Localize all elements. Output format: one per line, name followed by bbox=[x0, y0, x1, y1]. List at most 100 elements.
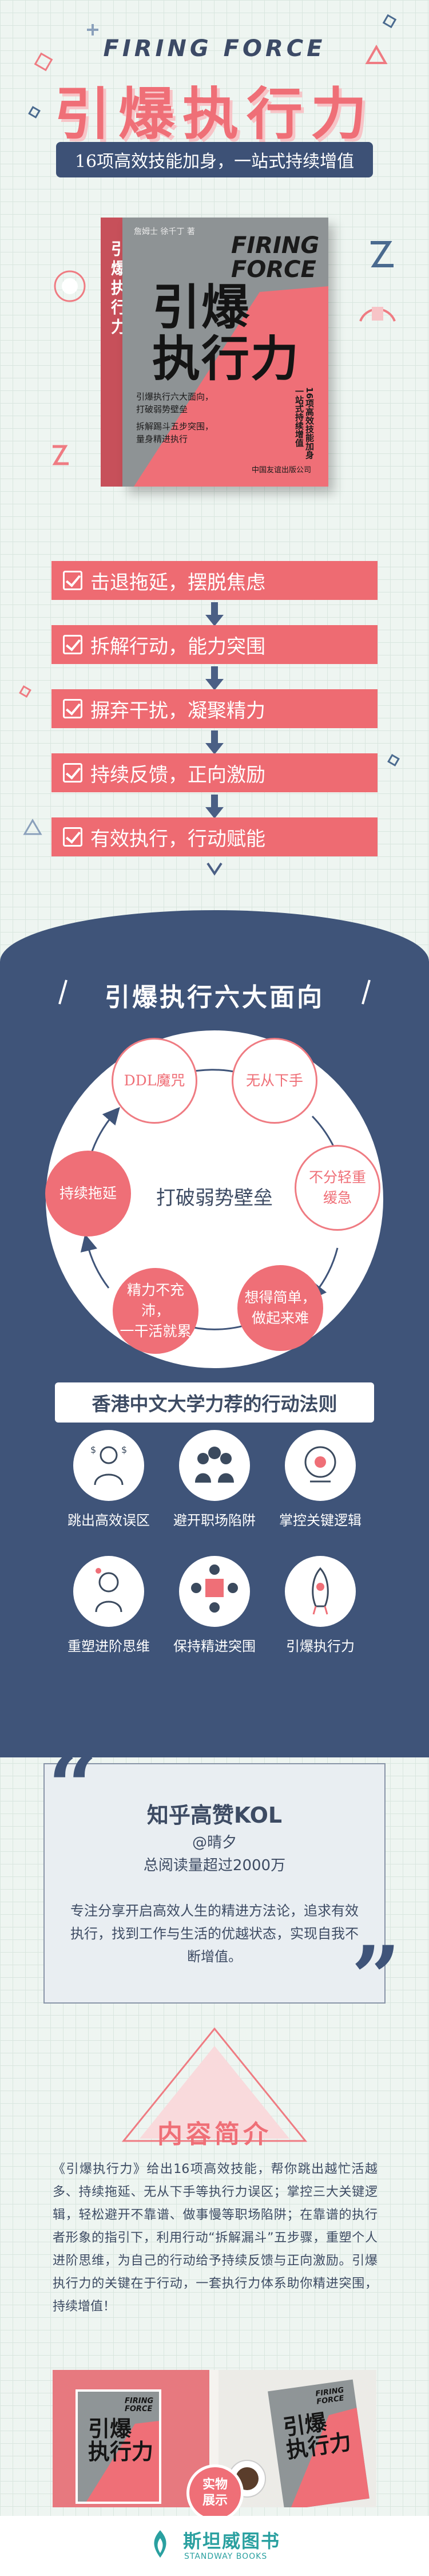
deco-ring bbox=[54, 270, 86, 302]
book-desc-2: 拆解踢斗五步突围， 量身精进执行 bbox=[136, 420, 213, 445]
law-icon-circle bbox=[285, 1430, 356, 1501]
mini-en-line: FORCE bbox=[125, 2405, 153, 2413]
deco-square bbox=[382, 14, 397, 29]
checkbox-icon bbox=[63, 763, 82, 783]
publisher-name-en: STANDWAY BOOKS bbox=[184, 2552, 268, 2561]
kol-card bbox=[43, 1763, 386, 2004]
publisher-name: 斯坦威图书 bbox=[183, 2530, 281, 2552]
intro-body: 《引爆执行力》给出16项高效技能，帮你跳出越忙活越多、持续拖延、无从下手等执行力… bbox=[53, 2162, 378, 2314]
aspect-node: 持续拖延 bbox=[45, 1151, 131, 1236]
puzzle-team-icon bbox=[191, 1564, 238, 1613]
money-stress-icon: $$ bbox=[90, 1444, 127, 1485]
benefit-label: 拆解行动，能力突围 bbox=[90, 635, 265, 658]
title-slash-right bbox=[362, 979, 371, 1005]
deco-square bbox=[19, 685, 31, 698]
checkbox-icon bbox=[63, 571, 82, 590]
subtitle-text: 16项高效技能加身，一站式持续增值 bbox=[74, 152, 355, 172]
svg-text:$: $ bbox=[121, 1444, 127, 1455]
aspects-center-text: 打破弱势壁垒 bbox=[156, 1187, 273, 1210]
kol-read-count: 总阅读量超过2000万 bbox=[143, 1857, 286, 1874]
kol-description: 专注分享开启高效人生的精进方法论，追求有效执行，找到工作与生活的优越状态，实现自… bbox=[70, 1903, 359, 1965]
law-label: 避开职场陷阱 bbox=[173, 1512, 256, 1528]
photo-left-book: FIRING FORCE 引爆 执行力 bbox=[76, 2389, 161, 2504]
deco-plus bbox=[87, 24, 98, 35]
benefit-label: 摒弃干扰，凝聚精力 bbox=[90, 699, 265, 722]
book-spine bbox=[101, 218, 124, 487]
book-cover: 詹姆士 徐千丁 著 FIRING FORCE 引爆 执行力 引爆执行六大面向， … bbox=[122, 218, 328, 487]
book-author: 詹姆士 徐千丁 著 bbox=[134, 227, 195, 236]
law-label: 掌控关键逻辑 bbox=[279, 1512, 362, 1528]
checkbox-icon bbox=[63, 827, 82, 847]
brand-title: 引爆执行力 bbox=[54, 82, 375, 147]
team-icon bbox=[195, 1447, 234, 1483]
benefit-bar: 拆解行动，能力突围 bbox=[51, 625, 378, 664]
mini-book-title: 引爆 执行力 bbox=[281, 2408, 353, 2463]
footer bbox=[0, 2516, 429, 2576]
book-vertical-slogan: 16项高效技能加身一站式持续增值 bbox=[294, 387, 315, 459]
laws-title-bar: 香港中文大学力荐的行动法则 bbox=[55, 1382, 374, 1423]
mini-en-line: FIRING bbox=[125, 2397, 154, 2405]
down-arrow-icon bbox=[205, 795, 224, 819]
aspect-node: 精力不充沛， 一干活就累 bbox=[113, 1268, 198, 1354]
six-aspects-title: 引爆执行六大面向 bbox=[105, 983, 324, 1012]
svg-text:$: $ bbox=[90, 1444, 96, 1455]
law-icon-circle bbox=[179, 1430, 250, 1501]
book-desc-line: 打破弱势壁垒 bbox=[136, 404, 188, 414]
deco-square bbox=[387, 754, 400, 767]
product-display-badge: 实物 展示 bbox=[186, 2464, 244, 2522]
deco-zigzag bbox=[371, 241, 394, 267]
checkbox-icon bbox=[63, 699, 82, 718]
brain-gear-icon bbox=[304, 1446, 336, 1483]
mini-title-line: 引爆 bbox=[88, 2416, 132, 2441]
down-arrow-icon bbox=[205, 730, 224, 754]
mini-book-triangle bbox=[86, 2420, 159, 2502]
aspect-node: 想得简单， 做起来难 bbox=[237, 1265, 323, 1351]
law-icon-circle bbox=[179, 1556, 250, 1627]
book-desc-line: 量身精进执行 bbox=[136, 434, 188, 444]
book-cover-triangle bbox=[134, 286, 328, 487]
law-label: 保持精进突围 bbox=[173, 1638, 256, 1654]
down-arrow-icon bbox=[205, 666, 224, 690]
mini-title-line: 执行力 bbox=[88, 2439, 154, 2464]
close-quote-icon: ” bbox=[351, 1927, 401, 2028]
book-desc-1: 引爆执行六大面向， 打破弱势壁垒 bbox=[136, 390, 213, 416]
deco-triangle bbox=[23, 819, 42, 835]
benefit-bar: 有效执行，行动赋能 bbox=[51, 817, 378, 856]
aspect-node: DDL魔咒 bbox=[112, 1038, 197, 1124]
laws-title: 香港中文大学力荐的行动法则 bbox=[92, 1393, 337, 1415]
law-icon-circle: $$ bbox=[73, 1430, 144, 1501]
badge-text: 实物 展示 bbox=[202, 2478, 228, 2508]
intro-title: 内容简介 bbox=[157, 2120, 272, 2149]
photo-right-book: FIRING FORCE 引爆 执行力 bbox=[268, 2379, 370, 2507]
book-desc-line: 拆解踢斗五步突围， bbox=[136, 421, 214, 432]
law-icon-circle bbox=[285, 1556, 356, 1627]
deco-triangle bbox=[365, 45, 388, 64]
subtitle-bar: 16项高效技能加身，一站式持续增值 bbox=[56, 142, 373, 177]
book-desc-line: 引爆执行六大面向， bbox=[136, 392, 214, 402]
kol-name: @晴夕 bbox=[192, 1834, 237, 1851]
aspect-node: 不分轻重 缓急 bbox=[295, 1145, 380, 1231]
benefit-bar: 持续反馈，正向激励 bbox=[51, 753, 378, 792]
thinker-icon bbox=[95, 1568, 122, 1613]
book-title-en-line: FIRING bbox=[231, 232, 320, 259]
book-title-en-line: FORCE bbox=[231, 256, 316, 283]
checkbox-icon bbox=[63, 635, 82, 654]
mini-book-triangle bbox=[290, 2408, 370, 2507]
benefit-bar: 摒弃干扰，凝聚精力 bbox=[51, 689, 378, 728]
benefit-bar: 击退拖延，摆脱焦虑 bbox=[51, 561, 378, 600]
benefit-label: 击退拖延，摆脱焦虑 bbox=[90, 571, 265, 594]
law-label: 重塑进阶思维 bbox=[67, 1638, 150, 1654]
book-title-line: 引爆 bbox=[152, 279, 251, 335]
brand-english: FIRING FORCE bbox=[103, 35, 326, 62]
law-icon-circle bbox=[73, 1556, 144, 1627]
benefit-label: 持续反馈，正向激励 bbox=[90, 763, 265, 787]
book-title: 引爆 执行力 bbox=[152, 282, 300, 385]
book-publisher: 中国友谊出版公司 bbox=[252, 466, 312, 475]
title-slash-left bbox=[58, 979, 67, 1005]
rocket-icon bbox=[312, 1567, 329, 1615]
down-arrow-icon bbox=[206, 862, 223, 876]
deco-half-ring bbox=[359, 307, 396, 322]
open-quote-icon: “ bbox=[48, 1736, 98, 1837]
benefit-label: 有效执行，行动赋能 bbox=[90, 827, 265, 851]
product-photos: FIRING FORCE 引爆 执行力 FIRING FORCE 引爆 执行力 bbox=[53, 2370, 376, 2507]
